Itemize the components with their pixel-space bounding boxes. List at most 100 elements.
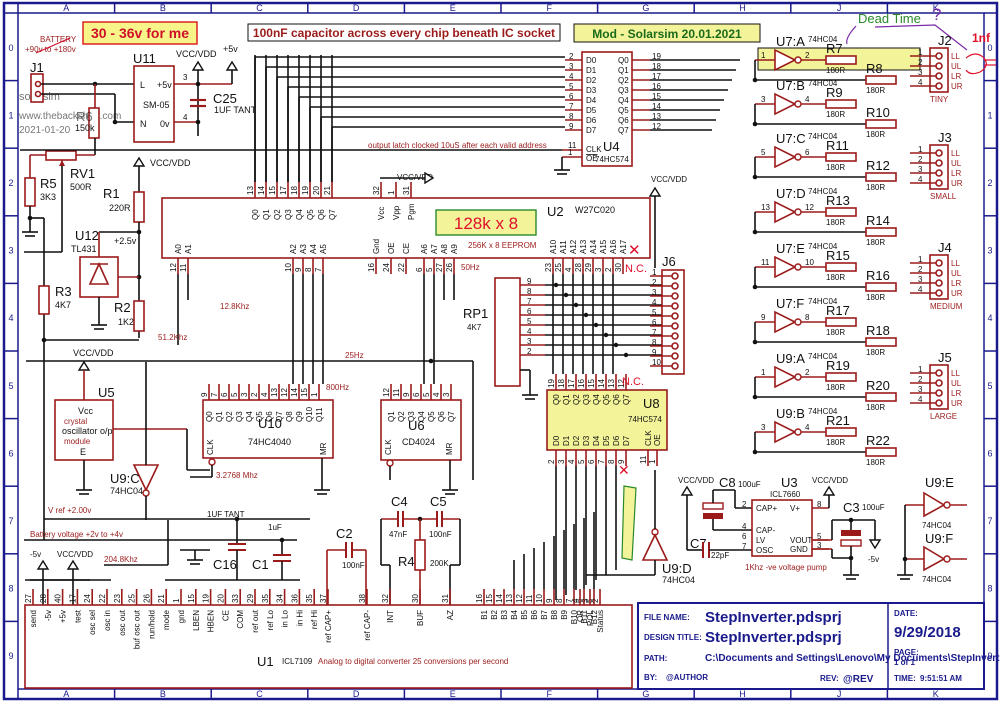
pin-name: Vcc bbox=[377, 207, 386, 220]
pin-name: Q1 bbox=[387, 411, 396, 422]
pin-number: 12 bbox=[169, 263, 178, 272]
connector-name: SMALL bbox=[930, 192, 957, 201]
connector-pin bbox=[935, 399, 943, 407]
pin-number: 14 bbox=[290, 388, 299, 397]
row-label-left: 7 bbox=[8, 516, 13, 526]
pin-number: 26 bbox=[445, 263, 454, 272]
j6-pin bbox=[671, 362, 679, 370]
vcc-u1: VCC/VDD bbox=[57, 550, 93, 559]
resistor-ref: R9 bbox=[826, 85, 843, 100]
j6-pin bbox=[671, 352, 679, 360]
resistor-ref: R20 bbox=[866, 378, 890, 393]
pin-number: 7 bbox=[569, 102, 574, 111]
row-label-right: 8 bbox=[987, 584, 992, 594]
pin-name: A9 bbox=[450, 244, 459, 254]
resistor bbox=[825, 152, 857, 162]
pin-number: 6 bbox=[527, 307, 532, 316]
pin-name: D2 bbox=[572, 435, 581, 446]
row-label-right: 9 bbox=[987, 651, 992, 661]
u8-clk: CLK bbox=[644, 430, 653, 446]
resistor-value: 180R bbox=[826, 383, 845, 392]
pin-number: 14 bbox=[652, 102, 661, 111]
u6-ref: U6 bbox=[408, 418, 425, 433]
pin-number: 1 bbox=[918, 145, 923, 154]
u4-oe: OE bbox=[586, 154, 598, 163]
pin-name: Q5 bbox=[306, 209, 315, 220]
connector-ref: J4 bbox=[938, 240, 952, 255]
pin-number: 2 bbox=[742, 500, 747, 509]
row-label-left: 6 bbox=[8, 448, 13, 458]
resistor bbox=[865, 447, 897, 457]
col-label-bottom: B bbox=[160, 689, 166, 699]
pin-name: A8 bbox=[440, 244, 449, 254]
u1-pin-name: osc in bbox=[103, 610, 112, 631]
freq-51k: 51.2Khz bbox=[158, 333, 187, 342]
R2: R2 1K2 bbox=[114, 300, 145, 332]
inverter-bubble bbox=[794, 263, 802, 271]
pin-name: Q5 bbox=[427, 411, 436, 422]
inverter-ref: U7:D bbox=[776, 186, 806, 201]
pin-number: 7 bbox=[742, 542, 747, 551]
pin-number: 6 bbox=[220, 392, 229, 397]
col-label-top: D bbox=[353, 3, 360, 13]
u10-mr: MR bbox=[319, 442, 328, 455]
resistor-value: 180R bbox=[826, 438, 845, 447]
u8-oe: OE bbox=[653, 434, 662, 446]
j6-ref: J6 bbox=[662, 254, 676, 269]
c3-minus5: -5v bbox=[868, 555, 879, 564]
c7-ref: C7 bbox=[690, 536, 707, 551]
pin-number: 12 bbox=[652, 122, 661, 131]
pin-number: 7 bbox=[527, 297, 532, 306]
U11: U11 L +5v SM-05 N 0v 3 4 bbox=[133, 51, 232, 143]
pin-number: 9 bbox=[761, 313, 766, 322]
inverter-part: 74HC04 bbox=[808, 35, 838, 44]
resistor-ref: R8 bbox=[866, 61, 883, 76]
pin-number: 1 bbox=[310, 392, 319, 397]
pin-number: 3 bbox=[761, 95, 766, 104]
resistor bbox=[825, 55, 857, 65]
r5-ref: R5 bbox=[40, 176, 57, 191]
pin-name: D5 bbox=[602, 435, 611, 446]
row-label-right: 0 bbox=[987, 43, 992, 53]
resistor-ref: R13 bbox=[826, 193, 850, 208]
pin-number: 6 bbox=[569, 92, 574, 101]
resistor-value: 180R bbox=[826, 66, 845, 75]
pin-name: D6 bbox=[586, 116, 597, 125]
inverter-ref: U7:C bbox=[776, 131, 806, 146]
u1-pin-name: Status bbox=[596, 610, 605, 633]
pin-name: Gnd bbox=[372, 239, 381, 254]
watermark-date: 2021-01-20 bbox=[19, 125, 71, 136]
pin-number: 2 bbox=[604, 267, 613, 272]
pin-name: Q4 bbox=[592, 394, 601, 405]
pin-number: 18 bbox=[652, 62, 661, 71]
pin-number: 4 bbox=[805, 95, 810, 104]
pin-name: Q8 bbox=[285, 411, 294, 422]
r6-value: 150k bbox=[75, 123, 95, 133]
R3: R3 4K7 bbox=[38, 284, 139, 540]
u11-ref: U11 bbox=[133, 51, 156, 66]
inverter-bubble bbox=[794, 208, 802, 216]
pin-number: 18 bbox=[557, 379, 566, 388]
pin-number: 16 bbox=[652, 82, 661, 91]
u1-pin-name: BUF bbox=[416, 610, 425, 626]
j1-ref: J1 bbox=[30, 60, 44, 75]
pin-number: 4 bbox=[918, 78, 923, 87]
pin-number: 11 bbox=[392, 388, 401, 397]
col-label-top: J bbox=[837, 3, 842, 13]
pin-number: 32 bbox=[372, 186, 381, 195]
pin-name: OE bbox=[387, 242, 396, 254]
pin-name: A17 bbox=[619, 239, 628, 254]
pin-number: 4 bbox=[571, 598, 580, 603]
connector-ref: J3 bbox=[938, 130, 952, 145]
pin-number: 2 bbox=[527, 347, 532, 356]
pin-number: 8 bbox=[527, 287, 532, 296]
pin-number: 30 bbox=[411, 594, 420, 603]
junction bbox=[553, 282, 559, 288]
pin-number: 23 bbox=[113, 594, 122, 603]
pin-name: Q2 bbox=[572, 394, 581, 405]
pin-name: Q5 bbox=[618, 106, 629, 115]
pin-number: 19 bbox=[652, 52, 661, 61]
connector-name: LARGE bbox=[930, 412, 957, 421]
pin-number: 1 bbox=[918, 255, 923, 264]
u9d-ref: U9:D bbox=[662, 561, 692, 576]
